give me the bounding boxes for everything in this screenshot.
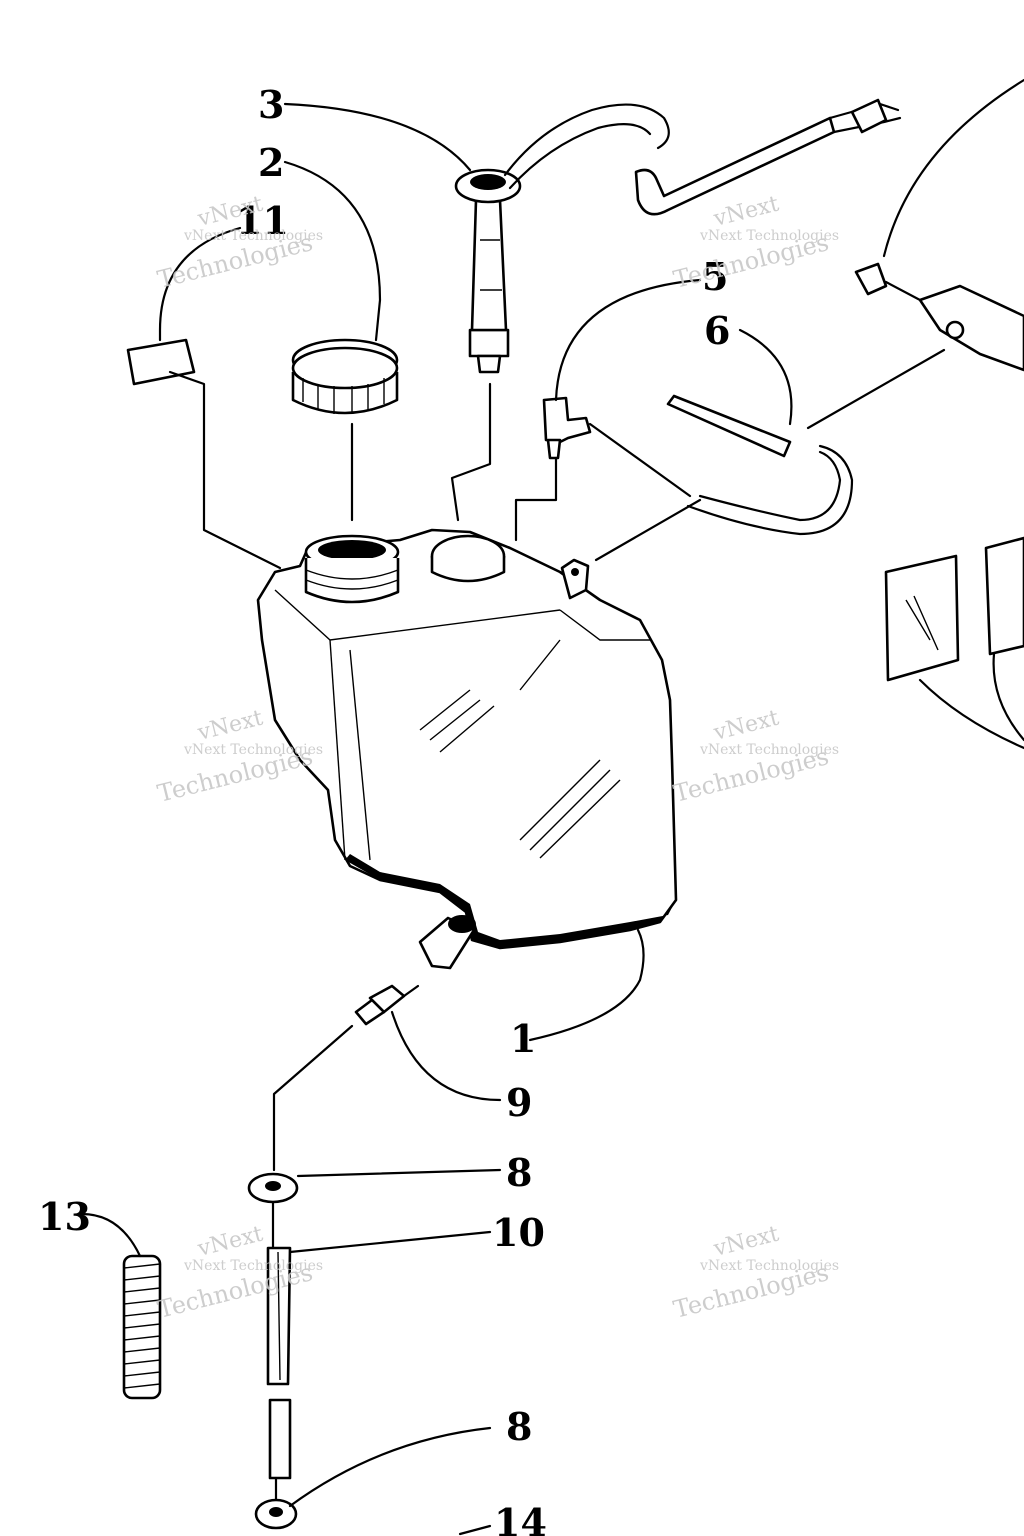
svg-text:vNext: vNext: [194, 706, 265, 746]
tube: [266, 1246, 292, 1480]
label-decal: [126, 338, 196, 386]
hose: [666, 394, 854, 536]
watermark-bottom-left: vNext Technologies vNext Technologies: [155, 1222, 323, 1324]
watermark-top-left: vNext Technologies vNext Technologies: [155, 192, 323, 294]
svg-text:vNext Technologies: vNext Technologies: [699, 228, 839, 244]
callout-1: 1: [510, 1016, 536, 1061]
callout-9: 9: [506, 1080, 532, 1125]
callout-10: 10: [492, 1210, 545, 1255]
clamp-lower: [254, 1498, 298, 1530]
svg-text:vNext: vNext: [710, 1222, 781, 1262]
watermark-bottom-right: vNext Technologies vNext Technologies: [671, 1222, 839, 1324]
callout-2: 2: [258, 140, 284, 185]
svg-text:vNext Technologies: vNext Technologies: [183, 742, 323, 758]
leader-lines: [80, 102, 946, 1536]
svg-text:vNext Technologies: vNext Technologies: [183, 228, 323, 244]
callout-5: 5: [702, 254, 728, 299]
callout-13: 13: [38, 1194, 91, 1239]
svg-text:vNext Technologies: vNext Technologies: [183, 1258, 323, 1274]
watermark-mid-right: vNext Technologies vNext Technologies: [671, 706, 839, 808]
svg-text:vNext: vNext: [710, 706, 781, 746]
watermark-top-right: vNext Technologies vNext Technologies: [671, 192, 839, 294]
elbow-fitting: [542, 396, 592, 460]
callout-3: 3: [258, 82, 284, 127]
svg-text:vNext: vNext: [194, 1222, 265, 1262]
callout-6: 6: [704, 308, 730, 353]
oil-tank: [256, 528, 678, 970]
bracket-assembly: [854, 78, 1024, 750]
svg-text:vNext Technologies: vNext Technologies: [699, 1258, 839, 1274]
callout-8-upper: 8: [506, 1150, 532, 1195]
callout-11: 11: [236, 198, 289, 243]
svg-text:vNext: vNext: [710, 192, 781, 232]
outlet-fitting: [354, 984, 420, 1026]
level-sensor: [454, 98, 902, 374]
spring: [122, 1254, 162, 1400]
callout-14: 14: [494, 1500, 547, 1536]
filler-cap: [291, 338, 399, 415]
callout-labels: 3 2 11 5 6 1 9 8 10 13 8 14: [38, 82, 730, 1536]
callout-8-lower: 8: [506, 1404, 532, 1449]
clamp-upper: [247, 1172, 299, 1204]
svg-text:vNext Technologies: vNext Technologies: [699, 742, 839, 758]
